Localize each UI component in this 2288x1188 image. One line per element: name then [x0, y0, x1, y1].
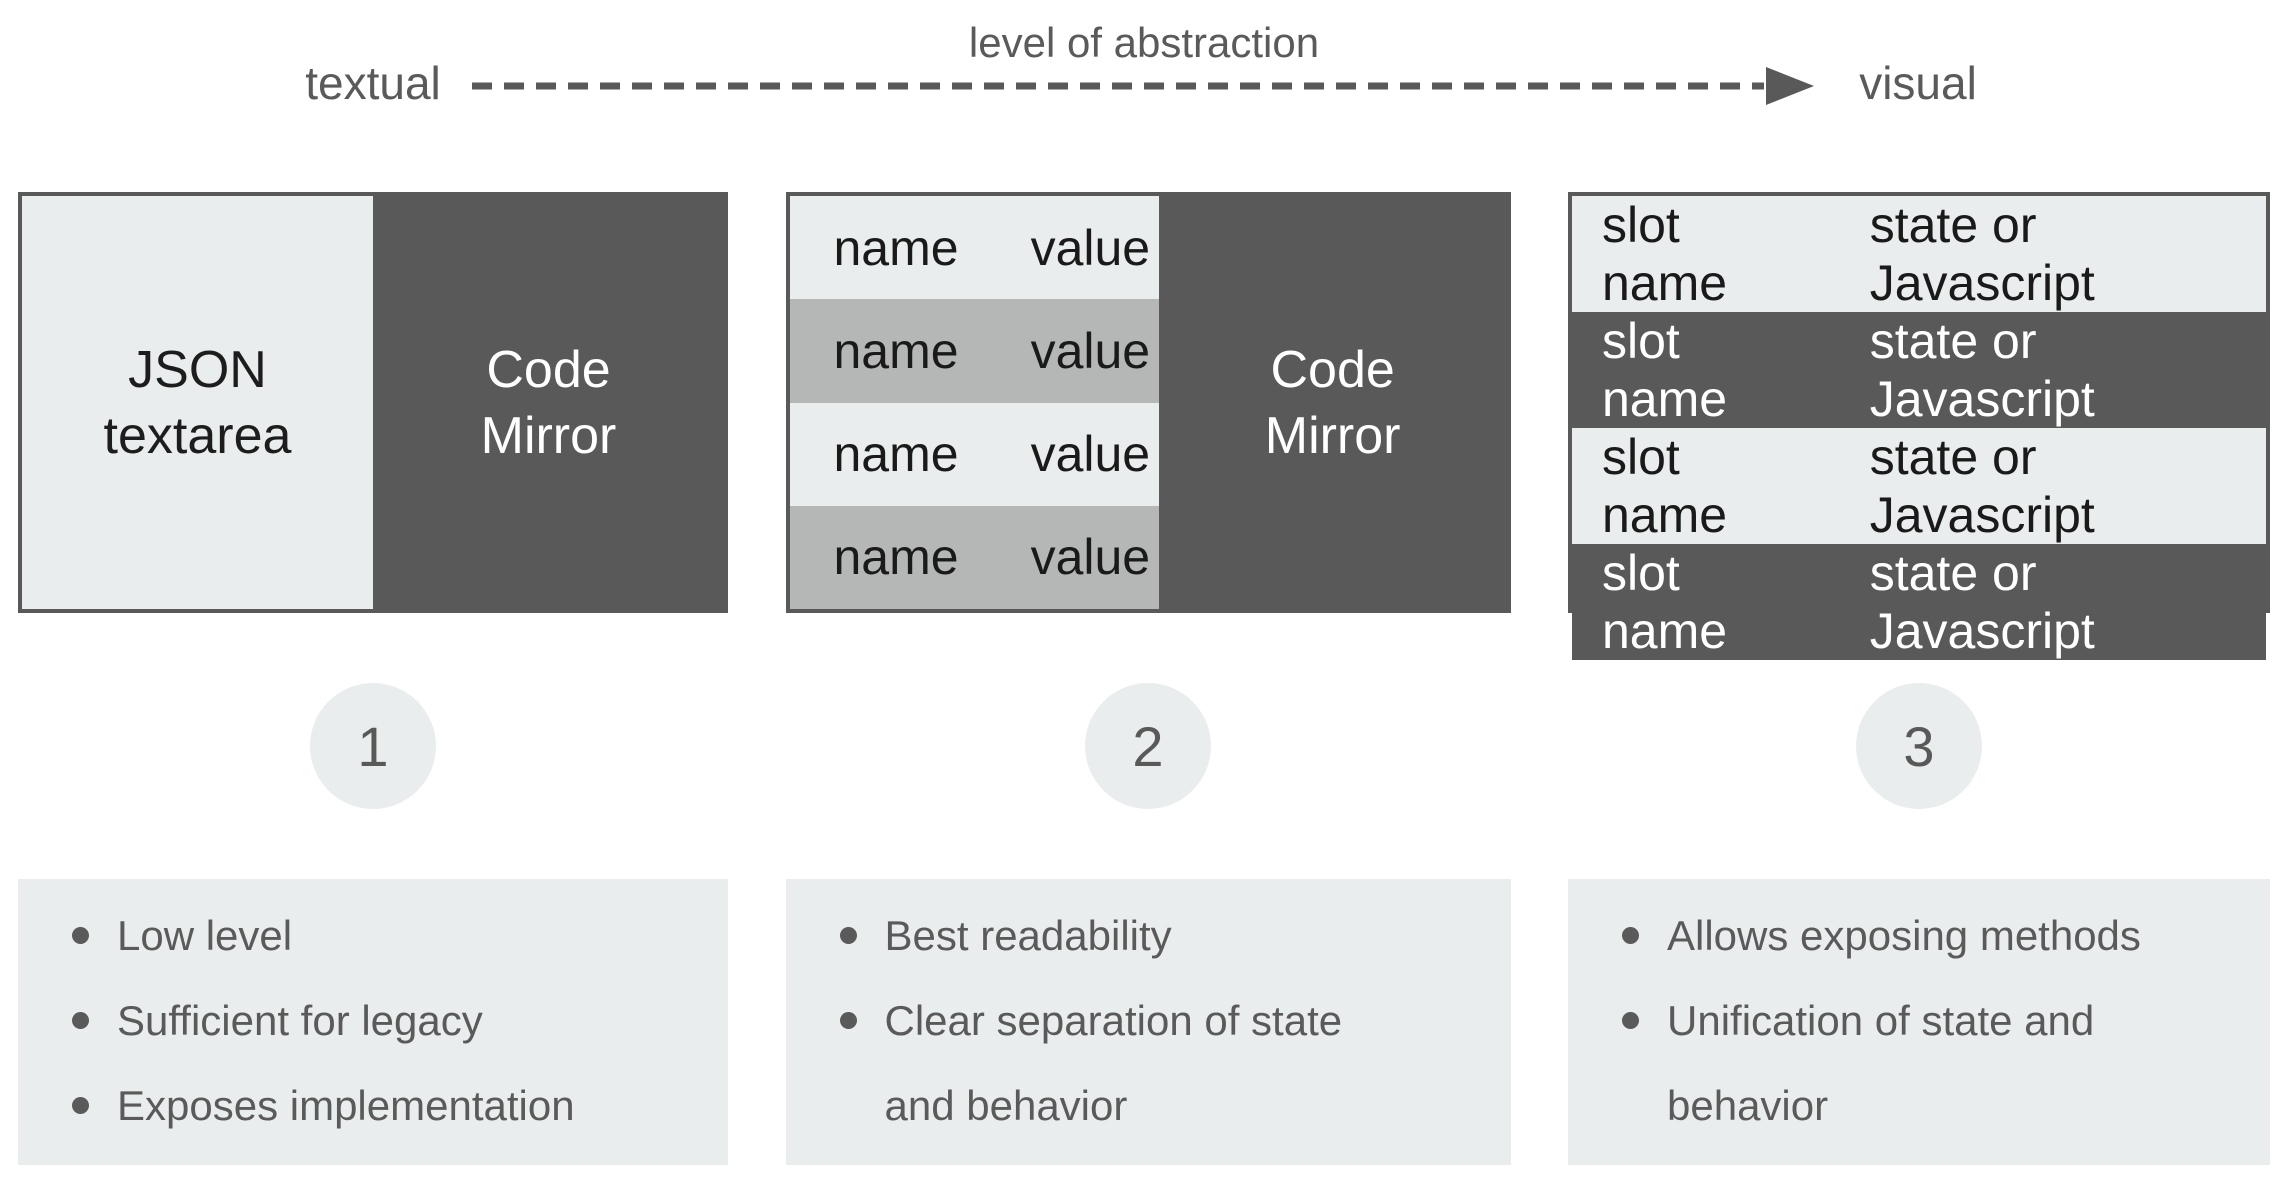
- name-cell: name: [833, 219, 959, 276]
- list-item: Clear separation of state and behavior: [839, 978, 1481, 1148]
- table-row: slot name state or Javascript: [1572, 312, 2266, 428]
- slot-name-cell: slot name: [1602, 197, 1728, 311]
- bullet-dot-icon: [1622, 1012, 1639, 1029]
- notes-list: Allows exposing methods Unification of s…: [1622, 893, 2240, 1148]
- step-badge-2: 2: [1085, 683, 1211, 809]
- value-cell: value: [1030, 529, 1151, 586]
- name-cell: name: [833, 426, 959, 483]
- note-text: Clear separation of state and behavior: [884, 997, 1343, 1129]
- abstraction-axis-header: level of abstraction textual visual: [0, 0, 2288, 192]
- table-row: slot name state or Javascript: [1572, 544, 2266, 660]
- bullet-dot-icon: [72, 1012, 89, 1029]
- value-cell: value: [1030, 426, 1151, 483]
- notes-row: Low level Sufficient for legacy Exposes …: [18, 879, 2270, 1165]
- step-circle-cell: 3: [1568, 613, 2270, 879]
- notes-list: Best readability Clear separation of sta…: [839, 893, 1481, 1148]
- panel-slots: slot name state or Javascript slot name …: [1568, 192, 2270, 660]
- step-circle-cell: 2: [786, 613, 1511, 879]
- table-row: name value: [789, 505, 1159, 609]
- table-row: name value: [789, 299, 1159, 403]
- code-mirror-label: Code Mirror: [1264, 340, 1401, 465]
- slot-value-cell: state or Javascript: [1869, 197, 2095, 311]
- note-text: Allows exposing methods: [1667, 912, 2141, 959]
- step-badge-3: 3: [1856, 683, 1982, 809]
- value-cell: value: [1030, 219, 1151, 276]
- axis-label-textual: textual: [305, 57, 441, 109]
- bullet-dot-icon: [72, 1097, 89, 1114]
- slot-name-cell: slot name: [1602, 545, 1728, 659]
- note-text: Exposes implementation: [117, 1082, 575, 1129]
- list-item: Sufficient for legacy: [72, 978, 698, 1063]
- json-textarea-pane: JSON textarea: [22, 196, 373, 609]
- slot-table: slot name state or Javascript slot name …: [1572, 196, 2266, 660]
- dashed-arrow-icon: [472, 67, 1814, 105]
- note-text: Unification of state and behavior: [1667, 997, 2095, 1129]
- notes-box-1: Low level Sufficient for legacy Exposes …: [18, 879, 728, 1165]
- json-textarea-label: JSON textarea: [103, 340, 292, 465]
- name-cell: name: [833, 529, 959, 586]
- table-row: slot name state or Javascript: [1572, 428, 2266, 544]
- note-text: Sufficient for legacy: [117, 997, 483, 1044]
- bullet-dot-icon: [839, 1012, 857, 1029]
- code-mirror-pane: Code Mirror: [1158, 196, 1507, 609]
- table-row: name value: [789, 196, 1159, 300]
- panels-row: JSON textarea Code Mirror name value nam…: [18, 192, 2270, 660]
- slot-name-cell: slot name: [1602, 313, 1728, 427]
- bullet-dot-icon: [1622, 927, 1639, 944]
- slot-value-cell: state or Javascript: [1869, 429, 2095, 543]
- notes-box-2: Best readability Clear separation of sta…: [785, 879, 1511, 1165]
- slot-value-cell: state or Javascript: [1869, 545, 2095, 659]
- bullet-dot-icon: [839, 927, 857, 944]
- slot-value-cell: state or Javascript: [1869, 313, 2095, 427]
- table-row: slot name state or Javascript: [1572, 196, 2266, 312]
- list-item: Allows exposing methods: [1622, 893, 2240, 978]
- notes-box-3: Allows exposing methods Unification of s…: [1568, 879, 2270, 1165]
- code-mirror-pane: Code Mirror: [373, 196, 724, 609]
- slot-name-cell: slot name: [1602, 429, 1728, 543]
- step-circle-cell: 1: [18, 613, 728, 879]
- list-item: Exposes implementation: [72, 1063, 698, 1148]
- step-circles-row: 1 2 3: [18, 613, 2270, 879]
- axis-title: level of abstraction: [968, 19, 1320, 66]
- panel-name-value: name value name value name value name va…: [785, 192, 1511, 613]
- axis-label-visual: visual: [1859, 57, 1977, 109]
- code-mirror-label: Code Mirror: [480, 340, 617, 465]
- note-text: Best readability: [884, 912, 1172, 959]
- list-item: Unification of state and behavior: [1622, 978, 2240, 1148]
- name-value-table: name value name value name value name va…: [789, 196, 1159, 609]
- note-text: Low level: [117, 912, 293, 959]
- list-item: Low level: [72, 893, 698, 978]
- table-row: name value: [789, 402, 1159, 506]
- panel-json-textarea: JSON textarea Code Mirror: [18, 192, 728, 613]
- step-badge-1: 1: [310, 683, 436, 809]
- name-cell: name: [833, 322, 959, 379]
- bullet-dot-icon: [72, 927, 89, 944]
- notes-list: Low level Sufficient for legacy Exposes …: [72, 893, 698, 1148]
- value-cell: value: [1030, 322, 1151, 379]
- list-item: Best readability: [839, 893, 1481, 978]
